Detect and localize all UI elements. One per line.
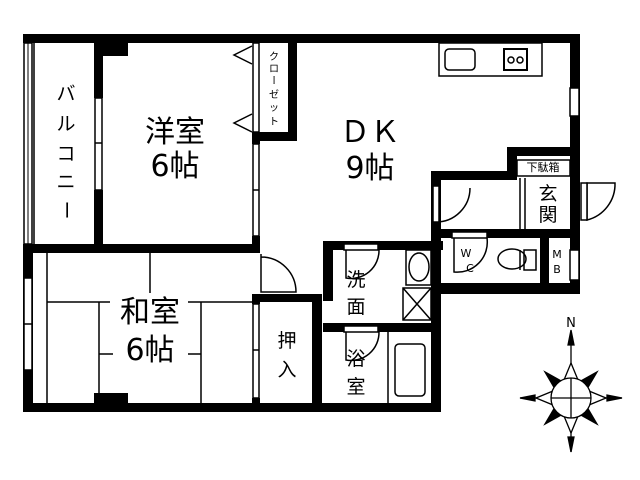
entrance-label-1: 玄 <box>538 183 557 205</box>
doors[interactable] <box>260 182 616 362</box>
bathroom-label-2: 室 <box>346 376 365 398</box>
closet-label-5: ッ <box>269 103 279 114</box>
dk-label: ＤＫ <box>340 115 400 150</box>
western-room-label: 洋室 <box>145 115 205 150</box>
closet-label-1: ク <box>269 51 279 63</box>
closet-label-4: ゼ <box>269 89 279 101</box>
balcony-label-3: コ <box>56 143 75 165</box>
oshiire-label-2: 入 <box>277 359 296 381</box>
closet-label-6: ト <box>269 117 279 128</box>
western-room-size: 6帖 <box>150 149 199 184</box>
stove-icon <box>503 48 528 71</box>
washroom-door[interactable] <box>345 249 380 280</box>
compass-icon <box>519 329 623 453</box>
dk-size: 9帖 <box>345 151 394 186</box>
mb-label-1: M <box>552 248 562 261</box>
bathroom-door[interactable] <box>345 331 380 362</box>
balcony-label-2: ル <box>56 113 75 135</box>
japanese-room-label: 和室 <box>120 295 180 330</box>
toilet-icon <box>497 248 527 270</box>
front-door[interactable] <box>586 182 616 221</box>
oshiire-label-1: 押 <box>277 330 296 352</box>
hall-door[interactable] <box>435 183 471 223</box>
wc-door[interactable] <box>453 237 489 273</box>
shoe-box-label: 下駄箱 <box>527 160 560 174</box>
wc-label-2: C <box>466 262 474 275</box>
western-room-window <box>94 97 103 191</box>
mb-window <box>569 249 580 281</box>
balcony-label-1: バ <box>56 83 75 105</box>
closet-label-3: ー <box>267 75 278 85</box>
mb-label-2: B <box>553 263 561 276</box>
japanese-room-size: 6帖 <box>125 333 174 368</box>
walls <box>23 34 580 412</box>
balcony-label-5: ー <box>55 200 77 219</box>
wash-basin <box>405 249 432 286</box>
entrance-label-2: 関 <box>538 204 557 226</box>
sink-icon <box>444 48 476 71</box>
closet-doors[interactable] <box>232 45 253 133</box>
tatami-lines <box>46 253 252 403</box>
bathroom-label-1: 浴 <box>346 348 365 370</box>
washing-machine-pan <box>402 287 432 321</box>
dk-window <box>569 87 580 117</box>
balcony-label-4: ニ <box>56 171 75 193</box>
kitchen-counter <box>438 42 543 77</box>
japanese-room-door[interactable] <box>260 254 297 293</box>
compass-north-label: N <box>566 316 576 331</box>
closet-label-2: ロ <box>269 64 279 75</box>
wc-label-1: W <box>461 247 472 260</box>
washroom-label-2: 面 <box>346 296 365 318</box>
windows <box>23 42 580 399</box>
bathtub-icon <box>394 343 426 397</box>
washroom-label-1: 洗 <box>346 269 365 291</box>
room-labels: バ ル コ ニ ー 洋室 6帖 ク ロ ー ゼ ッ ト ＤＫ 9帖 下駄箱 玄 … <box>55 51 576 398</box>
basin-icon <box>408 252 430 282</box>
